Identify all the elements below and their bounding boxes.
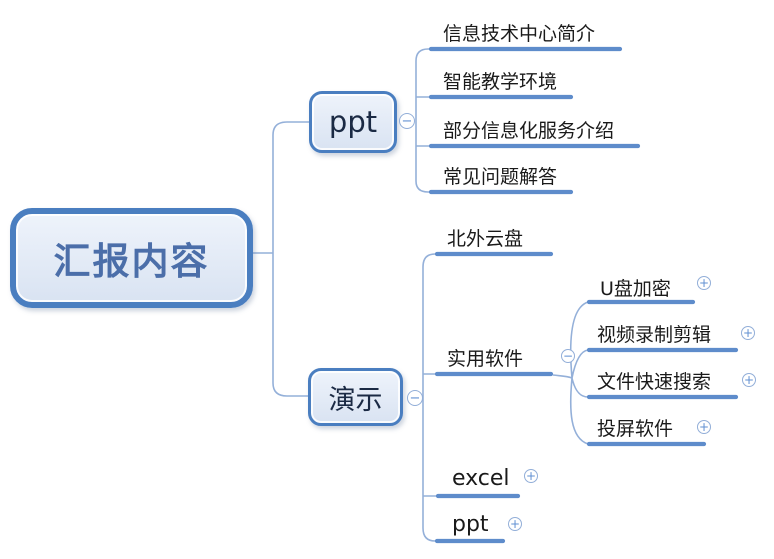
topic-ppt-sub[interactable]: ppt [452, 512, 489, 537]
plus-icon: + [698, 420, 710, 434]
expand-toggle-usb-encryption[interactable]: + [697, 276, 711, 290]
branch-yanshi[interactable]: 演示 [308, 368, 403, 426]
expand-toggle-ppt-sub[interactable]: + [508, 517, 522, 531]
collapse-toggle-yanshi[interactable]: − [407, 390, 423, 406]
collapse-toggle-ppt[interactable]: − [399, 113, 415, 129]
root-topic[interactable]: 汇报内容 [10, 208, 253, 308]
topic-it-center-intro[interactable]: 信息技术中心简介 [443, 23, 596, 45]
plus-icon: + [509, 517, 521, 531]
topic-screen-mirroring[interactable]: 投屏软件 [597, 418, 674, 440]
root-topic-label: 汇报内容 [53, 240, 210, 283]
plus-icon: + [525, 469, 537, 483]
collapse-toggle-useful-software[interactable]: − [561, 349, 575, 363]
topic-faq[interactable]: 常见问题解答 [443, 166, 558, 188]
connector-ppt-children [415, 48, 436, 193]
minus-icon: − [409, 390, 421, 406]
topic-informatization-services[interactable]: 部分信息化服务介绍 [443, 120, 615, 142]
topic-bfsu-cloud[interactable]: 北外云盘 [447, 228, 524, 250]
topic-usb-encryption[interactable]: U盘加密 [600, 278, 671, 300]
branch-ppt[interactable]: ppt [309, 91, 397, 153]
plus-icon: + [743, 373, 755, 387]
minus-icon: − [562, 349, 574, 363]
plus-icon: + [742, 326, 754, 340]
branch-yanshi-label: 演示 [328, 384, 383, 416]
topic-video-record-edit[interactable]: 视频录制剪辑 [597, 324, 712, 346]
topic-smart-teaching-env[interactable]: 智能教学环境 [443, 71, 558, 93]
expand-toggle-screen-mirroring[interactable]: + [697, 420, 711, 434]
topic-useful-software[interactable]: 实用软件 [447, 348, 524, 370]
connector-software-children [552, 301, 589, 445]
topic-fast-file-search[interactable]: 文件快速搜索 [597, 371, 712, 393]
expand-toggle-video-record-edit[interactable]: + [741, 326, 755, 340]
connector-yanshi-children [422, 253, 437, 542]
expand-toggle-fast-file-search[interactable]: + [742, 373, 756, 387]
minus-icon: − [401, 113, 413, 129]
expand-toggle-excel[interactable]: + [524, 469, 538, 483]
topic-excel[interactable]: excel [452, 466, 510, 491]
plus-icon: + [698, 276, 710, 290]
connector-root-to-branches [253, 121, 310, 397]
branch-ppt-label: ppt [328, 105, 378, 139]
